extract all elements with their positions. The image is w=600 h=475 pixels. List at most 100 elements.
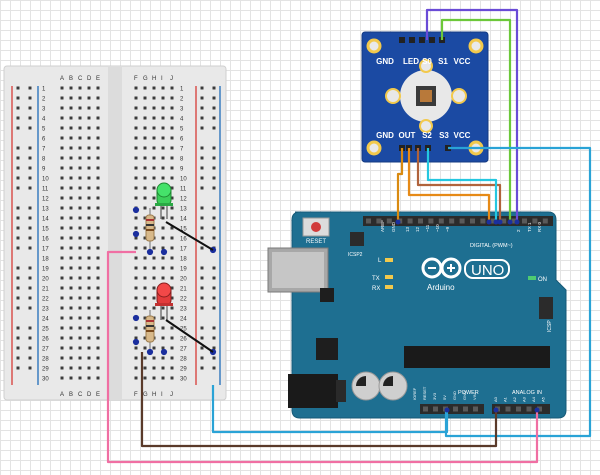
sensor-top-pin-label: S0 bbox=[422, 57, 432, 66]
bb-hole bbox=[69, 186, 73, 190]
digital-pin[interactable] bbox=[490, 218, 496, 224]
digital-pin[interactable] bbox=[449, 218, 455, 224]
analog-pin[interactable] bbox=[516, 406, 521, 412]
bb-hole bbox=[60, 166, 64, 170]
sensor-header-pin[interactable] bbox=[399, 37, 405, 43]
bb-hole bbox=[87, 86, 91, 90]
rail-hole bbox=[200, 356, 204, 360]
power-pin[interactable] bbox=[473, 406, 478, 412]
bb-row-number: 21 bbox=[42, 287, 49, 293]
digital-pin[interactable] bbox=[366, 218, 371, 224]
bb-hole bbox=[69, 306, 73, 310]
bb-hole bbox=[60, 276, 64, 280]
analog-in-label: ANALOG IN bbox=[512, 390, 542, 396]
bb-hole bbox=[69, 276, 73, 280]
bb-hole bbox=[170, 296, 174, 300]
power-pin[interactable] bbox=[423, 406, 428, 412]
bb-hole bbox=[78, 226, 82, 230]
bb-col-letter: I bbox=[161, 76, 163, 82]
digital-pin[interactable] bbox=[428, 218, 434, 224]
bb-hole bbox=[78, 236, 82, 240]
digital-pin[interactable] bbox=[376, 218, 382, 224]
pin12-label: 12 bbox=[415, 226, 420, 232]
bb-row-number: 10 bbox=[42, 177, 49, 183]
bb-col-letter: F bbox=[134, 76, 138, 82]
bb-hole bbox=[161, 346, 165, 350]
reset-button-cap[interactable] bbox=[311, 222, 321, 232]
rail-hole bbox=[212, 166, 216, 170]
digital-pin[interactable] bbox=[511, 218, 517, 224]
power-pin-label: RESET bbox=[422, 386, 427, 400]
bb-row-number: 1 bbox=[42, 87, 46, 93]
digital-pin[interactable] bbox=[501, 218, 507, 224]
bb-hole bbox=[78, 126, 82, 130]
sensor-header-pin[interactable] bbox=[409, 37, 415, 43]
analog-pin-label: A4 bbox=[531, 396, 536, 402]
rail-hole bbox=[28, 176, 32, 180]
bb-hole bbox=[60, 236, 64, 240]
bb-hole bbox=[69, 136, 73, 140]
sensor-header-pin[interactable] bbox=[419, 37, 425, 43]
bb-hole bbox=[143, 326, 147, 330]
digital-pin[interactable] bbox=[438, 218, 444, 224]
power-pin[interactable] bbox=[463, 406, 468, 412]
bb-hole bbox=[78, 316, 82, 320]
digital-pin[interactable] bbox=[459, 218, 465, 224]
rail-hole bbox=[28, 106, 32, 110]
bb-hole bbox=[60, 126, 64, 130]
bb-hole bbox=[69, 246, 73, 250]
rail-hole bbox=[16, 126, 20, 130]
bb-hole bbox=[96, 346, 100, 350]
bb-hole bbox=[78, 156, 82, 160]
bb-row-number: 15 bbox=[42, 227, 49, 233]
rx-label: RX bbox=[372, 286, 380, 292]
digital-pin[interactable] bbox=[386, 218, 392, 224]
analog-pin[interactable] bbox=[505, 406, 511, 412]
rail-hole bbox=[200, 236, 204, 240]
bb-hole bbox=[152, 186, 156, 190]
rail-hole bbox=[28, 156, 32, 160]
sensor-header-pin[interactable] bbox=[429, 37, 435, 43]
power-pin[interactable] bbox=[433, 406, 438, 412]
pin11-label: ~11 bbox=[425, 224, 430, 232]
bb-hole bbox=[69, 106, 73, 110]
resistor-green bbox=[145, 208, 155, 250]
bb-col-letter: D bbox=[87, 76, 92, 82]
bb-hole bbox=[69, 196, 73, 200]
bb-hole bbox=[87, 196, 91, 200]
digital-pin[interactable] bbox=[480, 218, 486, 224]
analog-pin[interactable] bbox=[526, 406, 532, 412]
bb-hole bbox=[96, 336, 100, 340]
digital-pin[interactable] bbox=[407, 218, 413, 224]
rail-hole bbox=[200, 266, 204, 270]
rail-hole bbox=[16, 306, 20, 310]
bb-hole bbox=[60, 246, 64, 250]
bb-hole bbox=[143, 236, 147, 240]
power-pin[interactable] bbox=[453, 406, 458, 412]
digital-pin[interactable] bbox=[542, 218, 548, 224]
digital-pin[interactable] bbox=[532, 218, 538, 224]
bb-hole bbox=[143, 116, 147, 120]
bb-hole bbox=[134, 246, 138, 250]
bb-row-number: 27 bbox=[42, 347, 49, 353]
on-led bbox=[528, 276, 536, 280]
arduino-uno: RESET AREF GND 13 12 ~11 ~10 ~9 2 TX 1 R… bbox=[267, 211, 567, 419]
bb-row-number: 15 bbox=[180, 227, 187, 233]
digital-pin[interactable] bbox=[522, 218, 527, 224]
digital-pin[interactable] bbox=[418, 218, 423, 224]
bb-hole bbox=[78, 96, 82, 100]
wire-pink-analog bbox=[106, 250, 539, 464]
bb-hole bbox=[134, 266, 138, 270]
bb-row-number: 4 bbox=[42, 117, 46, 123]
rail-hole bbox=[200, 296, 204, 300]
rail-hole bbox=[200, 346, 204, 350]
bb-hole bbox=[143, 376, 147, 380]
bb-hole bbox=[87, 186, 91, 190]
bb-hole bbox=[87, 166, 91, 170]
analog-pin[interactable] bbox=[537, 406, 542, 412]
rail-hole bbox=[16, 326, 20, 330]
bb-hole bbox=[60, 366, 64, 370]
digital-pin[interactable] bbox=[470, 218, 475, 224]
bb-hole bbox=[170, 376, 174, 380]
